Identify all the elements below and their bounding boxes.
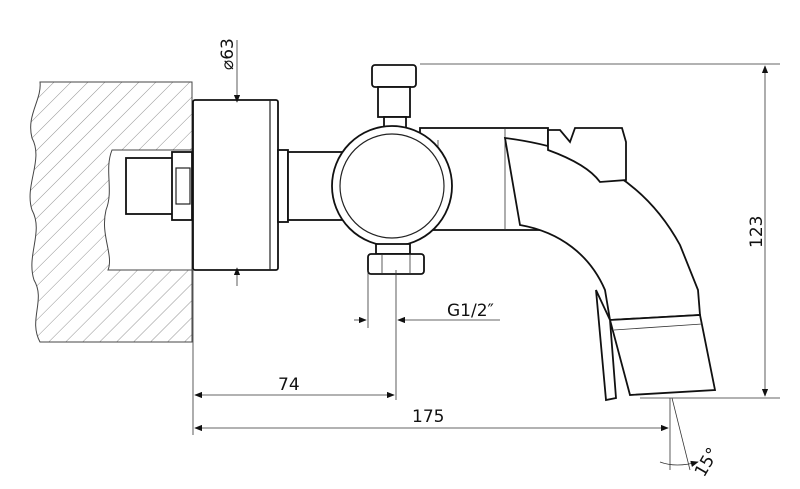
length-label: 175	[412, 407, 444, 427]
dimension-lines	[192, 40, 780, 471]
offset-label: 74	[278, 375, 300, 395]
angle-label: 15°	[691, 444, 723, 480]
wall-connector	[125, 151, 193, 221]
inlet-nut	[367, 243, 425, 275]
diameter-label: ⌀63	[218, 38, 238, 70]
spout	[503, 127, 717, 402]
mixer-cartridge	[331, 125, 453, 247]
escutcheon	[192, 99, 279, 271]
diverter-knob	[371, 64, 417, 132]
thread-label: G1/2″	[447, 301, 494, 321]
height-label: 123	[747, 216, 767, 248]
